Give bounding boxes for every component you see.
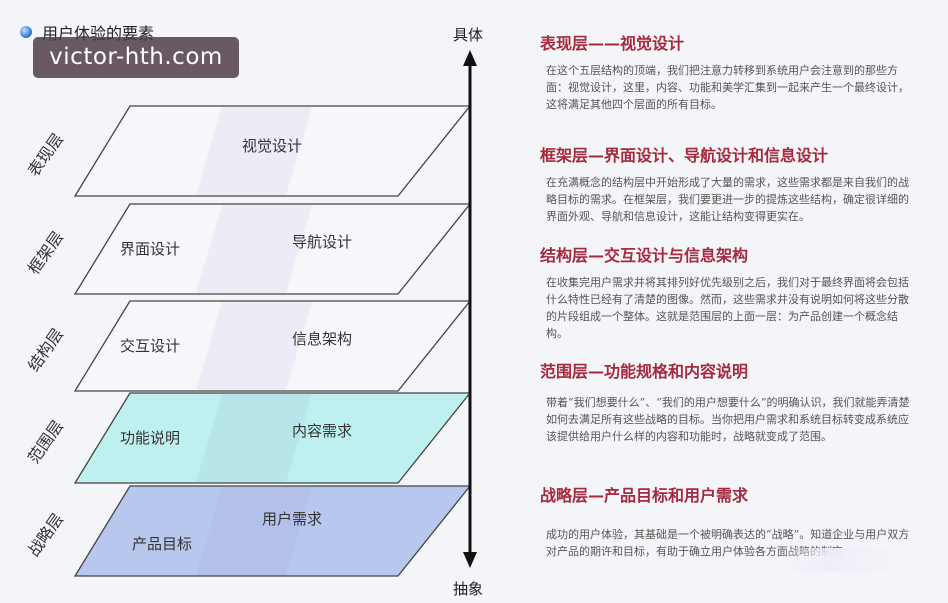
section-title: 范围层—功能规格和内容说明 (540, 362, 749, 381)
layer-plane (73, 300, 472, 392)
section-body: 在这个五层结构的顶端，我们把注意力转移到系统用户会注意到的那些方面：视觉设计，这… (546, 64, 909, 111)
layer-plane (73, 392, 472, 484)
watermark: victor-hth.com (33, 37, 239, 78)
layer-item-label: 信息架构 (292, 330, 352, 348)
layer-shade (196, 302, 312, 390)
layer-shade (196, 487, 312, 575)
section-body: 在收集完用户需求并将其排列好优先级别之后，我们对于最终界面将会包括什么特性已经有… (546, 276, 909, 340)
blurred-overlay (778, 548, 908, 572)
axis-arrow-down-icon (463, 552, 477, 568)
section-body: 成功的用户体验，其基础是一个被明确表达的“战略”。知道企业与用户双方对产品的期许… (546, 528, 910, 558)
layer-item-label: 功能说明 (120, 429, 180, 447)
layer-item-label: 视觉设计 (242, 137, 302, 155)
section-body: 带着“我们想要什么”、“我们的用户想要什么”的明确认识，我们就能弄清楚如何去满足… (546, 396, 910, 443)
section-title: 表现层——视觉设计 (540, 34, 685, 53)
layer-name: 框架层 (24, 228, 67, 278)
layer-shade (196, 394, 312, 482)
abstract-concrete-axis: 具体 抽象 (453, 26, 483, 598)
layer-plane (73, 105, 472, 197)
bullet-icon (20, 26, 32, 38)
layer-name: 战略层 (24, 510, 67, 560)
section-title: 结构层—交互设计与信息架构 (540, 246, 749, 265)
axis-bottom-label: 抽象 (453, 580, 483, 598)
layer-plane (73, 485, 472, 577)
section-title: 框架层—界面设计、导航设计和信息设计 (540, 146, 829, 165)
section-title: 战略层—产品目标和用户需求 (540, 486, 749, 505)
layer-name: 范围层 (24, 417, 67, 467)
layer-item-label: 界面设计 (120, 240, 180, 258)
layer-plane (73, 203, 472, 295)
layer-item-label: 内容需求 (292, 422, 352, 440)
layer-shade (196, 205, 312, 293)
layer-item-label: 导航设计 (292, 233, 352, 251)
layer-item-label: 产品目标 (132, 535, 192, 553)
axis-top-label: 具体 (453, 26, 483, 44)
layer-shade (196, 107, 312, 195)
layer-item-label: 用户需求 (262, 510, 322, 528)
axis-arrow-up-icon (463, 50, 477, 66)
layer-name: 表现层 (24, 130, 67, 180)
layer-item-label: 交互设计 (120, 337, 180, 355)
layer-name: 结构层 (24, 325, 67, 375)
section-body: 在充满概念的结构层中开始形成了大量的需求，这些需求都是来自我们的战略目标的需求。… (546, 176, 909, 223)
